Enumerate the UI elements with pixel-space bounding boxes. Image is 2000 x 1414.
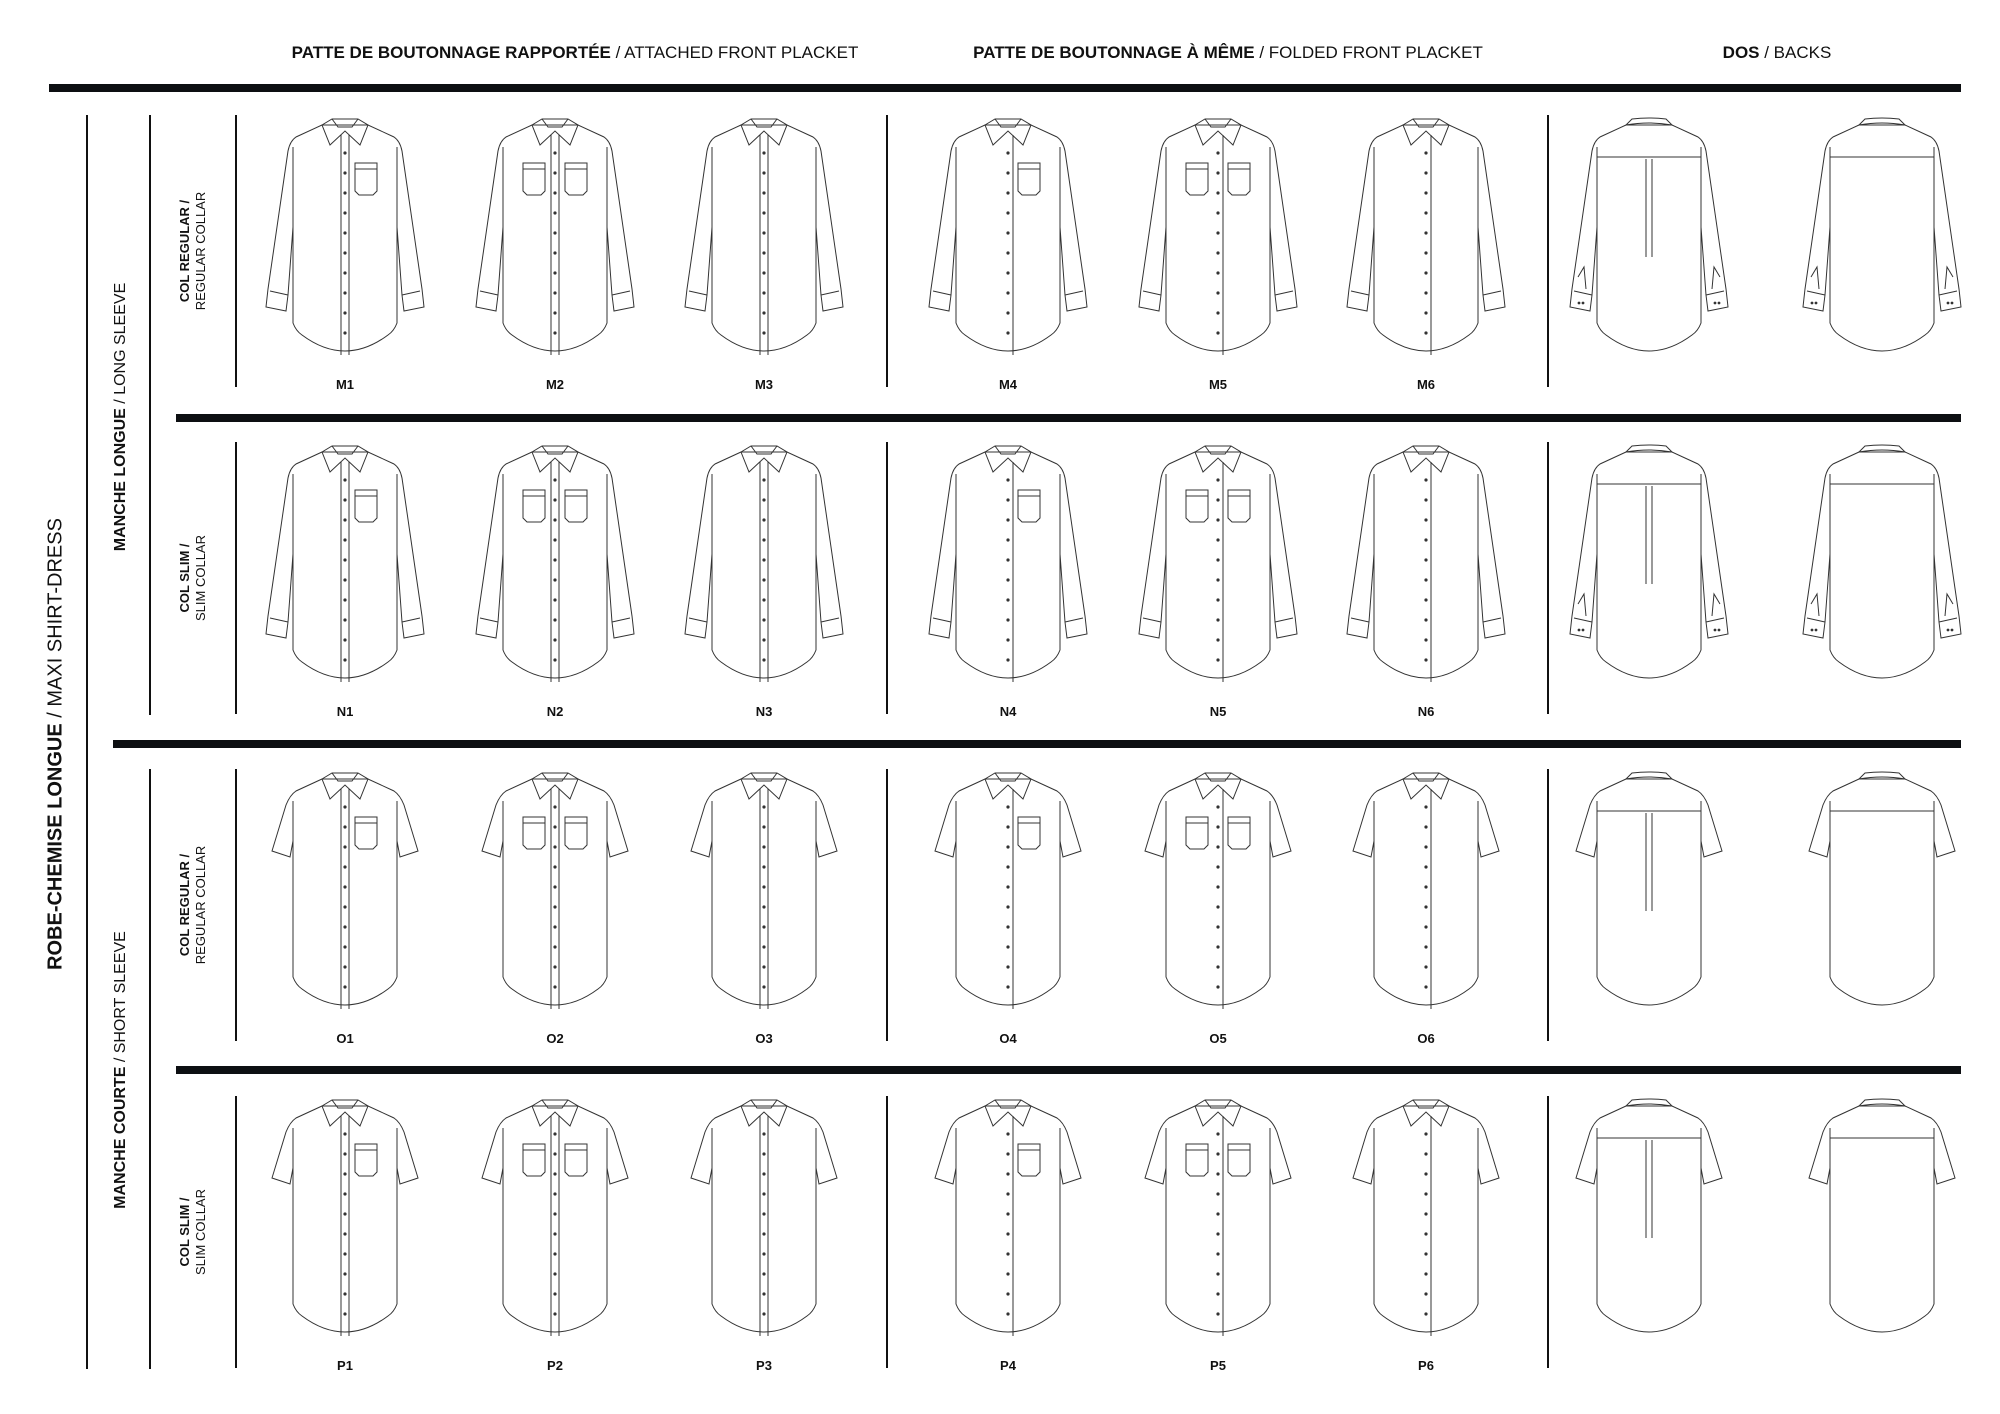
model-code: P6	[1418, 1358, 1434, 1373]
shirt-front-sketch	[923, 117, 1093, 357]
column-divider	[886, 442, 888, 714]
collar-label-fr: COL REGULAR /	[177, 199, 192, 303]
sleeve-label-short: MANCHE COURTE / SHORT SLEEVE	[112, 931, 129, 1209]
header-attached-placket: PATTE DE BOUTONNAGE RAPPORTÉE / ATTACHED…	[291, 43, 859, 62]
collar-label-en: REGULAR COLLAR	[193, 191, 208, 311]
collar-label-fr: COL SLIM /	[177, 1197, 192, 1267]
shirt-front-sketch	[679, 771, 849, 1011]
model-code: N5	[1209, 704, 1227, 719]
shirt-back-sketch	[1564, 771, 1734, 1011]
collar-label: COL REGULAR /REGULAR COLLAR	[177, 192, 209, 310]
shirt-front-sketch	[923, 444, 1093, 684]
model-code: N6	[1417, 704, 1435, 719]
shirt-front-sketch	[260, 117, 430, 357]
shirt-back-sketch	[1797, 771, 1967, 1011]
column-divider	[1547, 1096, 1549, 1368]
column-divider	[886, 1096, 888, 1368]
collar-label-fr: COL SLIM /	[177, 543, 192, 613]
shirt-back-sketch	[1797, 444, 1967, 684]
model-code: O4	[999, 1031, 1017, 1046]
shirt-front-sketch	[1133, 444, 1303, 684]
shirt-front-sketch	[260, 771, 430, 1011]
collar-label: COL SLIM /SLIM COLLAR	[177, 535, 209, 621]
row-divider	[176, 1066, 1961, 1074]
shirt-back-sketch	[1564, 117, 1734, 357]
model-code: P3	[756, 1358, 772, 1373]
model-code: M4	[998, 377, 1018, 392]
shirt-front-sketch	[470, 444, 640, 684]
shirt-front-sketch	[1341, 1098, 1511, 1338]
model-code: P5	[1210, 1358, 1226, 1373]
column-divider	[1547, 769, 1549, 1041]
shirt-front-sketch	[1133, 771, 1303, 1011]
model-code: M1	[335, 377, 355, 392]
collar-label: COL REGULAR /REGULAR COLLAR	[177, 846, 209, 964]
model-code: N2	[546, 704, 564, 719]
collar-label: COL SLIM /SLIM COLLAR	[177, 1189, 209, 1275]
model-code: M2	[545, 377, 565, 392]
shirt-front-sketch	[260, 444, 430, 684]
shirt-front-sketch	[679, 1098, 849, 1338]
model-code: P1	[337, 1358, 353, 1373]
shirt-front-sketch	[1341, 117, 1511, 357]
sleeve-divider	[149, 115, 151, 715]
model-code: O6	[1417, 1031, 1435, 1046]
column-divider	[886, 769, 888, 1041]
shirt-back-sketch	[1797, 117, 1967, 357]
model-code: N3	[755, 704, 773, 719]
model-code: M5	[1208, 377, 1228, 392]
model-code: O5	[1209, 1031, 1227, 1046]
shirt-front-sketch	[470, 771, 640, 1011]
header-backs: DOS / BACKS	[1722, 43, 1832, 62]
shirt-front-sketch	[260, 1098, 430, 1338]
model-code: P4	[1000, 1358, 1016, 1373]
model-code: N4	[999, 704, 1017, 719]
main-title: ROBE-CHEMISE LONGUE / MAXI SHIRT-DRESS	[44, 518, 67, 970]
model-code: N1	[336, 704, 354, 719]
shirt-front-sketch	[1341, 444, 1511, 684]
sleeve-divider	[149, 769, 151, 1369]
column-divider	[1547, 115, 1549, 387]
column-divider	[235, 1096, 237, 1368]
shirt-back-sketch	[1797, 1098, 1967, 1338]
shirt-front-sketch	[470, 117, 640, 357]
shirt-front-sketch	[923, 1098, 1093, 1338]
model-code: O1	[336, 1031, 354, 1046]
column-divider	[235, 442, 237, 714]
column-divider	[235, 769, 237, 1041]
collar-label-fr: COL REGULAR /	[177, 853, 192, 957]
shirt-front-sketch	[923, 771, 1093, 1011]
shirt-front-sketch	[679, 117, 849, 357]
title-divider	[86, 115, 88, 1369]
model-code: O2	[546, 1031, 564, 1046]
row-divider	[176, 414, 1961, 422]
shirt-back-sketch	[1564, 1098, 1734, 1338]
model-code: P2	[547, 1358, 563, 1373]
shirt-front-sketch	[1133, 117, 1303, 357]
section-divider	[113, 740, 1961, 748]
collar-label-en: SLIM COLLAR	[193, 535, 208, 621]
top-divider	[49, 84, 1961, 92]
shirt-front-sketch	[679, 444, 849, 684]
shirt-front-sketch	[1133, 1098, 1303, 1338]
column-divider	[886, 115, 888, 387]
header-folded-placket: PATTE DE BOUTONNAGE À MÊME / FOLDED FRON…	[973, 43, 1483, 62]
model-code: O3	[755, 1031, 773, 1046]
model-code: M3	[754, 377, 774, 392]
collar-label-en: SLIM COLLAR	[193, 1189, 208, 1275]
sleeve-label-long: MANCHE LONGUE / LONG SLEEVE	[112, 282, 129, 552]
column-divider	[1547, 442, 1549, 714]
model-code: M6	[1416, 377, 1436, 392]
collar-label-en: REGULAR COLLAR	[193, 845, 208, 965]
shirt-back-sketch	[1564, 444, 1734, 684]
shirt-front-sketch	[470, 1098, 640, 1338]
shirt-front-sketch	[1341, 771, 1511, 1011]
column-divider	[235, 115, 237, 387]
